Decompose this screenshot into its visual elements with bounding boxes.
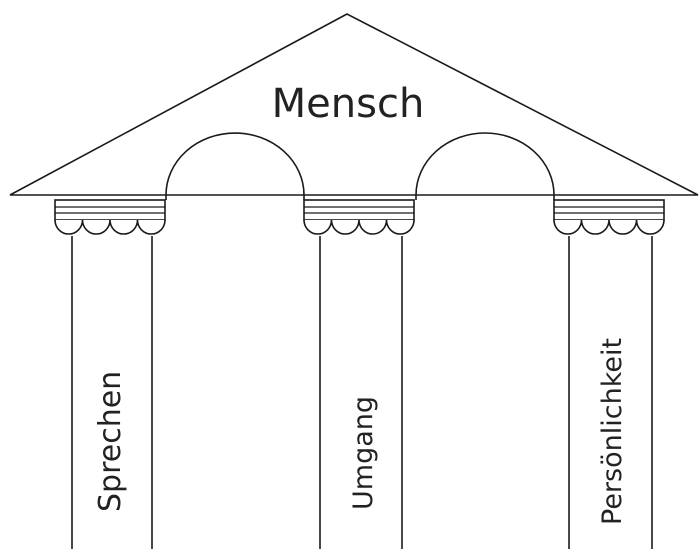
pillar-umgang: Umgang [303,199,415,549]
capital [553,199,665,235]
roof-label: Mensch [272,81,425,127]
roof-triangle [9,13,699,196]
left-arch [165,132,305,200]
pillar-sprechen: Sprechen [54,199,166,549]
arches [165,132,555,226]
pillar-label: Sprechen [93,371,128,512]
pillar-label: Umgang [348,396,379,510]
pillar-persoenlichkeit: Persönlichkeit [553,199,665,549]
capital [54,199,166,235]
right-arch [415,132,555,200]
capital [303,199,415,235]
pillar-label: Persönlichkeit [597,338,628,525]
